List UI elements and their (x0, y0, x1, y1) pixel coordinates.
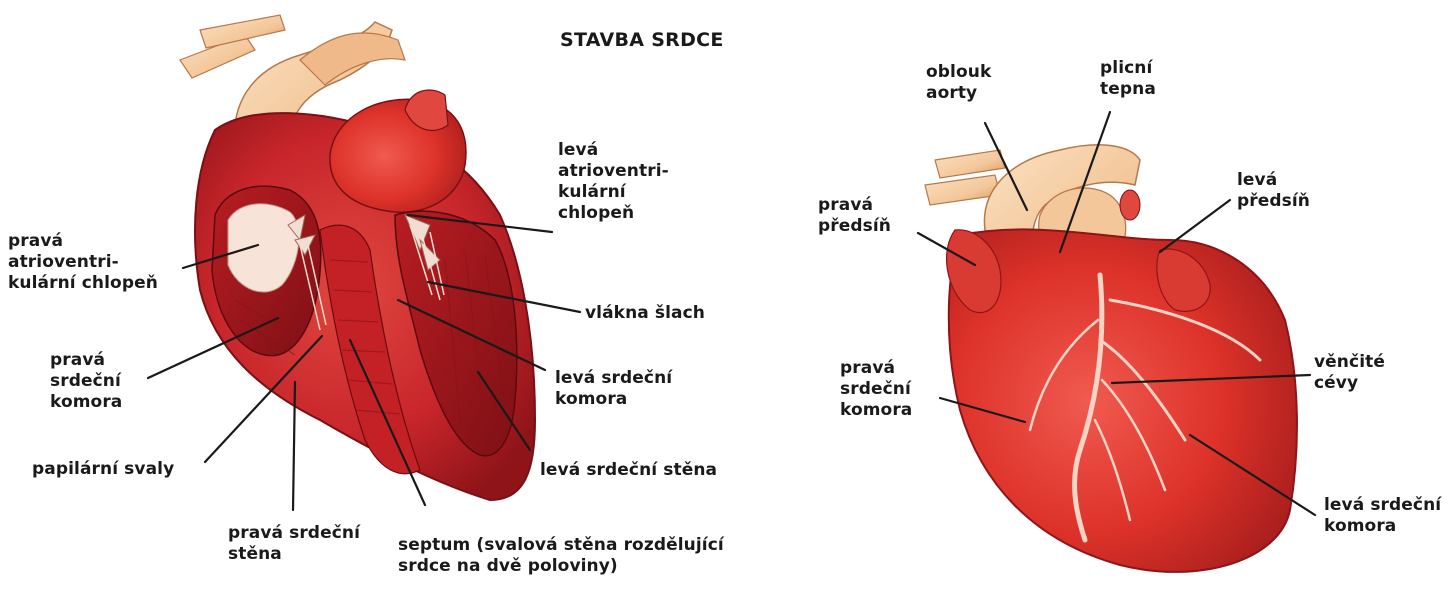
label-prava-srdecni-komora-right: pravá srdeční komora (840, 358, 912, 421)
label-papilarni-svaly: papilární svaly (32, 459, 174, 480)
label-plicni-tepna: plicní tepna (1100, 58, 1156, 100)
label-vencite-cevy: věnčité cévy (1314, 352, 1385, 394)
label-leva-srdecni-komora-right: levá srdeční komora (1324, 495, 1441, 537)
label-vlakna-slach: vlákna šlach (585, 303, 705, 324)
label-prava-predsin: pravá předsíň (818, 195, 891, 237)
label-leva-srdecni-komora-left: levá srdeční komora (555, 368, 672, 410)
label-leva-srdecni-stena: levá srdeční stěna (540, 460, 717, 481)
label-prava-atrioventrikularni-chlopen: pravá atrioventri- kulární chlopeň (8, 231, 158, 294)
right-vessel-left-1 (935, 150, 1005, 178)
label-oblouk-aorty: oblouk aorty (926, 62, 991, 104)
left-heart-illustration (180, 15, 535, 500)
label-leva-atrioventrikularni-chlopen: levá atrioventri- kulární chlopeň (558, 140, 669, 224)
right-vessel-opening (1120, 190, 1140, 220)
label-prava-srdecni-stena: pravá srdeční stěna (228, 523, 360, 565)
label-leva-predsin: levá předsíň (1237, 170, 1310, 212)
diagram-title: STAVBA SRDCE (560, 30, 724, 51)
label-prava-srdecni-komora-left: pravá srdeční komora (50, 350, 122, 413)
label-septum: septum (svalová stěna rozdělující srdce … (398, 535, 724, 577)
